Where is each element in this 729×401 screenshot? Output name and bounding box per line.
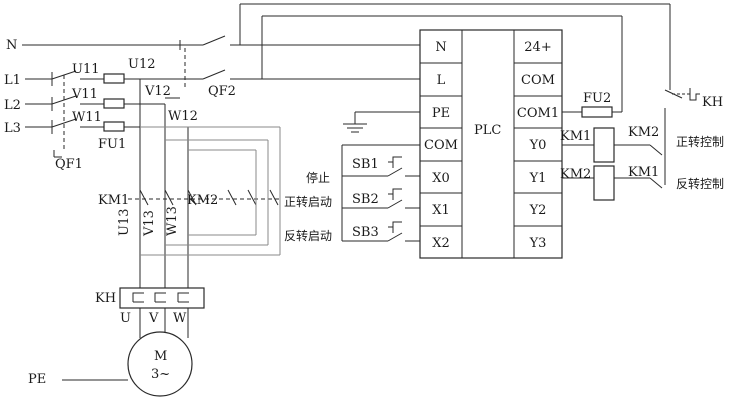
breaker-qf1-label: QF1: [55, 157, 83, 172]
contactor-km2-interlock-label: KM2: [628, 125, 659, 140]
plc-input-terminal: L: [437, 73, 446, 88]
breaker-qf1: [51, 70, 104, 158]
thermal-relay-contact: [664, 88, 700, 101]
pe-label: PE: [28, 372, 46, 387]
line-l1-label: L1: [4, 73, 21, 88]
thermal-relay-kh-label: KH: [95, 291, 116, 306]
line-l2-label: L2: [4, 98, 21, 113]
reversing-wiring: [140, 126, 281, 256]
plc-output-terminal: COM: [521, 73, 555, 88]
thermal-relay-kh: [119, 287, 205, 338]
plc-output-terminal: Y2: [529, 203, 547, 218]
plc-output-terminal: Y0: [529, 138, 547, 153]
plc-input-terminal: X1: [432, 203, 450, 218]
plc-input-terminal: COM: [424, 138, 458, 153]
wire-u11-label: U11: [72, 62, 100, 77]
wire-u13-label: U13: [117, 209, 132, 237]
motor-terminal-v: V: [148, 311, 159, 326]
wire-v13-label: V13: [142, 210, 157, 237]
fuse-fu2-label: FU2: [583, 91, 611, 106]
plc-inputs: N L PE COM X0 X1 X2: [424, 40, 458, 251]
fuse-fu1: [103, 73, 125, 132]
plc-title: PLC: [474, 123, 501, 138]
button-forward-caption: 正转启动: [284, 194, 332, 209]
plc-output-terminal: 24+: [524, 40, 551, 55]
plc-input-terminal: PE: [432, 106, 450, 121]
plc-block: [419, 29, 563, 259]
input-buttons: [341, 144, 420, 242]
contactor-km1-main-label: KM1: [98, 193, 129, 208]
contactor-km1-coil-label: KM1: [560, 129, 591, 144]
contactor-km2-coil-label: KM2: [560, 167, 591, 182]
main-contacts: [128, 189, 280, 206]
output-wiring: [239, 3, 671, 189]
button-reverse-caption: 反转启动: [284, 228, 332, 243]
ground-icon: [343, 111, 420, 133]
coil-km2: [593, 165, 615, 201]
button-sb2-label: SB2: [352, 192, 379, 207]
forward-control-caption: 正转控制: [676, 134, 724, 149]
motor-terminal-u: U: [120, 311, 131, 326]
motor-circle: [127, 331, 193, 397]
plc-input-terminal: X2: [432, 236, 450, 251]
wire-v11-label: V11: [71, 87, 98, 102]
plc-output-terminal: Y3: [529, 236, 547, 251]
motor-name: M: [154, 349, 167, 364]
thermal-relay-contact-label: KH: [702, 95, 723, 110]
breaker-qf2: [180, 35, 420, 90]
button-sb3-label: SB3: [352, 225, 379, 240]
motor-spec: 3~: [151, 367, 170, 382]
line-n-label: N: [6, 38, 17, 53]
line-l3-label: L3: [4, 121, 21, 136]
plc-outputs: 24+ COM COM1 Y0 Y1 Y2 Y3: [517, 40, 559, 251]
plc-input-terminal: X0: [432, 171, 450, 186]
coil-km1: [593, 127, 615, 163]
fuse-fu2: [581, 106, 613, 118]
wire-w13-label: W13: [165, 206, 180, 236]
wire-w11-label: W11: [72, 110, 102, 125]
reverse-control-caption: 反转控制: [676, 176, 724, 191]
plc-output-terminal: COM1: [517, 106, 559, 121]
motor-terminal-w: W: [173, 311, 187, 326]
button-sb1-label: SB1: [352, 157, 379, 172]
fuse-fu1-label: FU1: [98, 137, 126, 152]
wire-v12-label: V12: [144, 84, 171, 99]
contactor-km2-main-label: KM2: [187, 193, 218, 208]
breaker-qf2-label: QF2: [208, 84, 236, 99]
wire-u12-label: U12: [128, 57, 156, 72]
contactor-km1-interlock-label: KM1: [628, 165, 659, 180]
button-stop-caption: 停止: [306, 170, 330, 185]
plc-input-terminal: N: [435, 40, 446, 55]
plc-output-terminal: Y1: [529, 171, 547, 186]
wire-w12-label: W12: [168, 109, 198, 124]
